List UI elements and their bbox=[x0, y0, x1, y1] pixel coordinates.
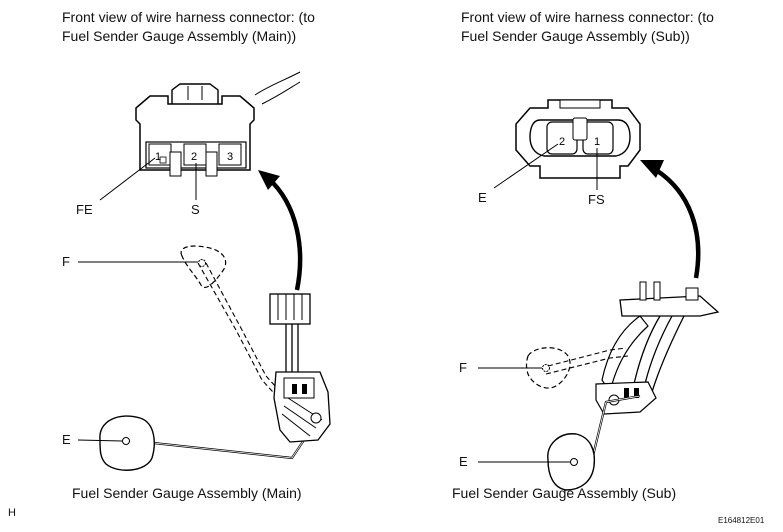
left-pin-3: 3 bbox=[227, 151, 233, 163]
right-label-e-pin: E bbox=[478, 190, 487, 205]
right-caption: Fuel Sender Gauge Assembly (Sub) bbox=[452, 485, 677, 501]
left-label-s: S bbox=[191, 202, 200, 217]
right-label-e: E bbox=[459, 454, 468, 469]
right-pin-1: 1 bbox=[594, 136, 600, 148]
corner-mark: H bbox=[8, 507, 16, 519]
right-heading-line1: Front view of wire harness connector: (t… bbox=[461, 9, 714, 25]
left-label-e: E bbox=[62, 432, 71, 447]
left-arrow bbox=[266, 176, 303, 291]
left-heading-line1: Front view of wire harness connector: (t… bbox=[62, 9, 315, 25]
right-connector bbox=[515, 99, 641, 179]
left-e-leader bbox=[77, 439, 123, 442]
left-connector bbox=[135, 71, 301, 177]
right-label-fs: FS bbox=[588, 192, 605, 207]
right-sender-assembly bbox=[525, 281, 720, 491]
right-heading-line2: Fuel Sender Gauge Assembly (Sub)) bbox=[461, 28, 690, 44]
right-label-f: F bbox=[459, 360, 467, 375]
left-sender-body bbox=[269, 293, 331, 443]
left-caption: Fuel Sender Gauge Assembly (Main) bbox=[72, 485, 302, 501]
left-label-fe: FE bbox=[76, 202, 93, 217]
fe-leader-line bbox=[99, 157, 156, 201]
right-e-pin-leader bbox=[493, 143, 559, 189]
right-arrow bbox=[654, 168, 701, 279]
left-heading-line2: Fuel Sender Gauge Assembly (Main)) bbox=[62, 28, 297, 44]
left-pin-2: 2 bbox=[191, 151, 197, 163]
left-label-f: F bbox=[62, 254, 70, 269]
right-pin-2: 2 bbox=[559, 136, 565, 148]
figure-code: E164812E01 bbox=[718, 516, 765, 525]
left-pin-1: 1 bbox=[155, 151, 161, 163]
